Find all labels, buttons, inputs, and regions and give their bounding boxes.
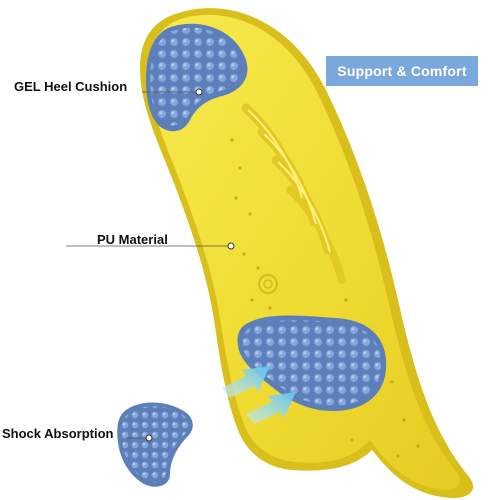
- support-comfort-badge: Support & Comfort: [326, 56, 478, 86]
- callout-lines: [66, 91, 228, 439]
- gel-heel-pad: [146, 23, 248, 132]
- shock-absorption-arrow: [222, 366, 296, 424]
- pu-material-label: PU Material: [97, 232, 168, 247]
- gel-heel-cushion-label: GEL Heel Cushion: [14, 79, 128, 94]
- shock-absorption-pad: [117, 402, 193, 487]
- callout-dots: [145, 88, 235, 442]
- gel-forefoot-pad: [237, 315, 387, 412]
- shock-absorption-label: Shock Absorption: [2, 426, 114, 441]
